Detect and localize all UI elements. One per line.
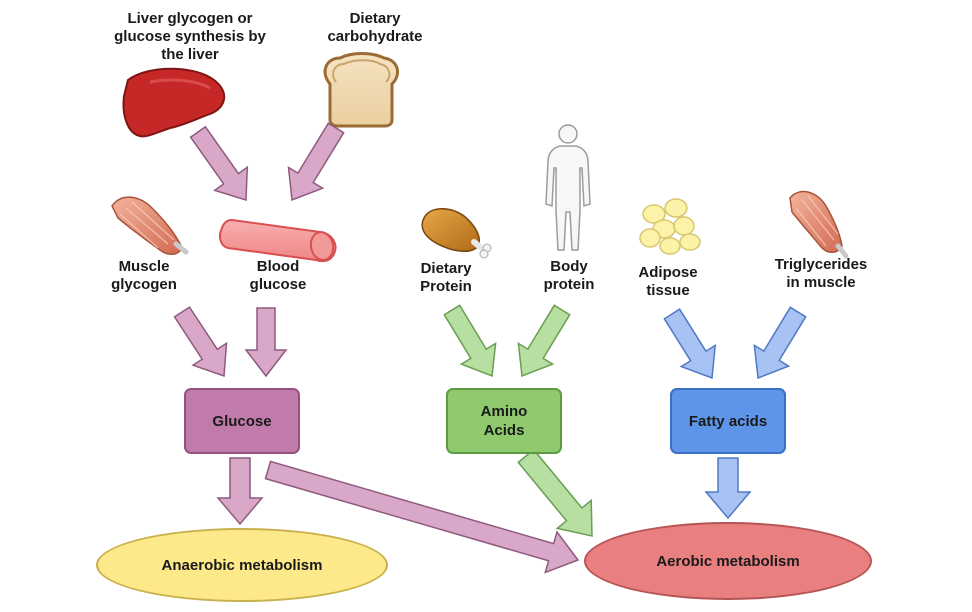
arrows-layer (173, 122, 807, 574)
human-body-icon (545, 124, 591, 251)
blood-vessel-icon (219, 218, 337, 263)
label-triglycerides-in-muscle: Triglycerides in muscle (774, 256, 868, 291)
arrow-fatty-to-aerobic (704, 457, 752, 520)
arrow-amino-to-aerobic (517, 448, 593, 537)
muscle-icon-right (789, 190, 849, 259)
anaerobic-metabolism-oval: Anaerobic metabolism (96, 528, 388, 602)
fat-cells-icon (639, 198, 701, 255)
drumstick-icon (421, 208, 492, 259)
arrow-glucose-to-anaerobic (216, 457, 264, 526)
bread-icon (323, 52, 400, 128)
liver-icon (122, 67, 225, 138)
arrow-carbohydrate-to-blood-glucose (287, 122, 345, 202)
fatty-acids-box: Fatty acids (670, 388, 786, 454)
label-blood-glucose: Blood glucose (249, 258, 307, 293)
arrow-muscle-glycogen-to-glucose (173, 306, 228, 378)
label-adipose-tissue: Adipose tissue (638, 264, 698, 299)
label-dietary-protein: Dietary Protein (420, 260, 472, 295)
arrow-body-protein-to-amino (517, 304, 571, 378)
arrow-dietary-protein-to-amino (443, 304, 497, 378)
arrow-blood-glucose-to-glucose (244, 307, 288, 378)
label-muscle-glycogen: Muscle glycogen (111, 258, 177, 293)
arrow-triglycerides-to-fatty (753, 306, 807, 380)
muscle-icon (111, 196, 189, 255)
amino-acids-box: Amino Acids (446, 388, 562, 454)
label-body-protein: Body protein (543, 258, 595, 293)
label-liver-glycogen: Liver glycogen or glucose synthesis by t… (114, 10, 266, 63)
aerobic-metabolism-oval: Aerobic metabolism (584, 522, 872, 600)
arrow-glucose-to-aerobic (264, 460, 580, 574)
arrow-adipose-to-fatty (663, 308, 717, 380)
glucose-box: Glucose (184, 388, 300, 454)
label-dietary-carbohydrate: Dietary carbohydrate (327, 10, 423, 45)
arrow-liver-to-blood-glucose (189, 125, 249, 202)
